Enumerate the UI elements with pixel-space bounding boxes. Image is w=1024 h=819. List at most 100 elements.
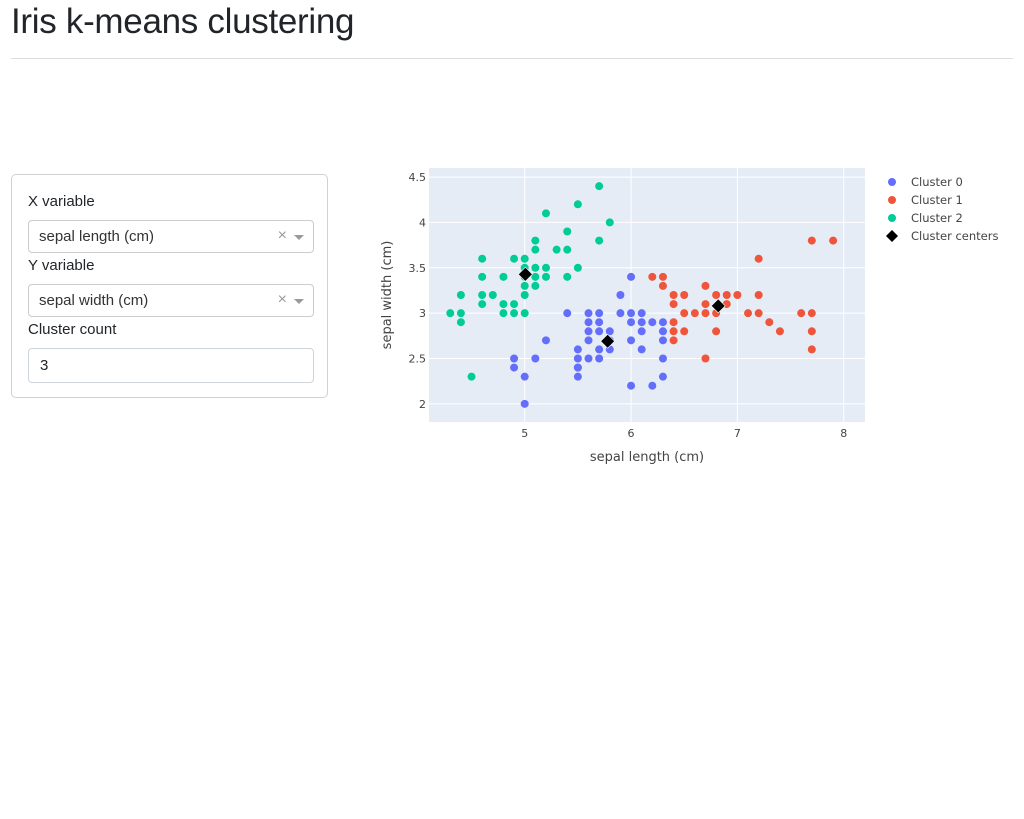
y-tick-label: 2.5 xyxy=(409,353,427,366)
data-point xyxy=(563,309,572,318)
data-point xyxy=(669,327,678,336)
data-point xyxy=(701,309,710,318)
data-point xyxy=(531,245,540,254)
data-point xyxy=(701,354,710,363)
data-point xyxy=(541,336,550,345)
data-point xyxy=(595,354,604,363)
cluster-center-marker xyxy=(600,333,616,349)
data-point xyxy=(637,327,646,336)
data-point xyxy=(627,272,636,281)
data-point xyxy=(680,327,689,336)
data-point xyxy=(754,254,763,263)
data-point xyxy=(669,300,678,309)
data-point xyxy=(829,236,838,245)
data-point xyxy=(456,318,465,327)
data-point xyxy=(658,336,667,345)
data-point xyxy=(744,309,753,318)
data-point xyxy=(712,327,721,336)
cluster-count-label: Cluster count xyxy=(28,321,117,338)
y-variable-select[interactable]: sepal width (cm) × xyxy=(28,284,314,317)
x-variable-label: X variable xyxy=(28,193,95,210)
plot-background xyxy=(429,168,865,422)
y-tick-label: 3 xyxy=(419,307,426,320)
data-point xyxy=(531,354,540,363)
data-point xyxy=(531,272,540,281)
x-dropdown-arrow-icon[interactable] xyxy=(294,235,304,240)
data-point xyxy=(456,309,465,318)
cluster-center-marker xyxy=(710,298,726,314)
data-point xyxy=(627,336,636,345)
x-tick-label: 6 xyxy=(628,427,635,440)
data-point xyxy=(648,318,657,327)
cluster-count-input[interactable] xyxy=(28,348,314,383)
data-point xyxy=(563,245,572,254)
data-point xyxy=(478,291,487,299)
data-point xyxy=(573,345,582,354)
data-point xyxy=(616,309,625,318)
data-point xyxy=(605,218,614,227)
data-point xyxy=(456,291,465,299)
x-clear-icon[interactable]: × xyxy=(277,227,287,244)
data-point xyxy=(669,291,678,299)
y-clear-icon[interactable]: × xyxy=(277,291,287,308)
data-point xyxy=(701,300,710,309)
data-point xyxy=(573,354,582,363)
x-tick-label: 7 xyxy=(734,427,741,440)
data-point xyxy=(658,272,667,281)
data-point xyxy=(499,272,508,281)
data-point xyxy=(446,309,455,318)
x-variable-value: sepal length (cm) xyxy=(39,228,155,245)
data-point xyxy=(765,318,774,327)
data-point xyxy=(510,309,519,318)
legend-label: Cluster 1 xyxy=(911,193,963,207)
y-variable-label: Y variable xyxy=(28,257,95,274)
data-point xyxy=(754,309,763,318)
data-point xyxy=(478,272,487,281)
data-point xyxy=(616,291,625,299)
data-point xyxy=(690,309,699,318)
data-point xyxy=(595,327,604,336)
data-point xyxy=(627,381,636,390)
data-point xyxy=(499,309,508,318)
data-point xyxy=(680,309,689,318)
data-point xyxy=(807,345,816,354)
x-tick-label: 5 xyxy=(521,427,528,440)
data-point xyxy=(467,372,476,381)
data-point xyxy=(584,309,593,318)
data-point xyxy=(658,318,667,327)
data-point xyxy=(584,354,593,363)
y-dropdown-arrow-icon[interactable] xyxy=(294,299,304,304)
x-variable-select[interactable]: sepal length (cm) × xyxy=(28,220,314,253)
y-tick-label: 3.5 xyxy=(409,262,427,275)
data-point xyxy=(520,309,529,318)
legend-marker xyxy=(886,230,898,242)
data-point xyxy=(658,327,667,336)
title-divider xyxy=(11,58,1013,59)
data-point xyxy=(510,300,519,309)
data-point xyxy=(563,227,572,236)
data-point xyxy=(701,281,710,290)
legend-marker xyxy=(888,214,896,222)
x-axis-title: sepal length (cm) xyxy=(590,450,704,465)
data-point xyxy=(541,263,550,272)
y-tick-label: 4.5 xyxy=(409,171,427,184)
data-point xyxy=(627,309,636,318)
legend-label: Cluster centers xyxy=(911,229,998,243)
x-tick-label: 8 xyxy=(840,427,847,440)
data-point xyxy=(510,363,519,372)
data-point xyxy=(595,318,604,327)
data-point xyxy=(712,291,721,299)
data-point xyxy=(584,336,593,345)
data-point xyxy=(573,263,582,272)
data-point xyxy=(637,345,646,354)
data-point xyxy=(584,318,593,327)
data-point xyxy=(520,399,529,408)
data-point xyxy=(605,327,614,336)
data-point xyxy=(499,300,508,309)
y-tick-label: 4 xyxy=(419,216,426,229)
data-point xyxy=(541,209,550,218)
data-point xyxy=(637,318,646,327)
data-point xyxy=(658,281,667,290)
data-point xyxy=(797,309,806,318)
